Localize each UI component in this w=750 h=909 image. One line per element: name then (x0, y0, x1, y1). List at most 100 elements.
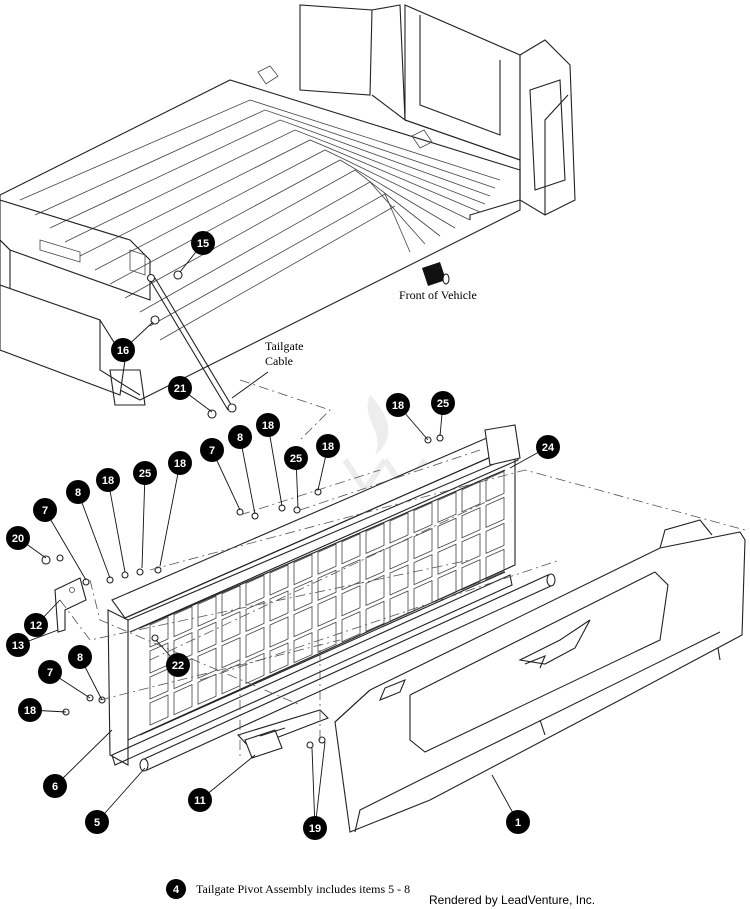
tailgate-outer-panel (334, 519, 746, 833)
render-credit: Rendered by LeadVenture, Inc. (429, 893, 595, 907)
callout-18: 18 (316, 434, 340, 458)
callout-25: 25 (133, 461, 157, 485)
callout-number: 18 (392, 400, 404, 412)
callout-number: 13 (12, 640, 24, 652)
callout-circle (256, 413, 280, 437)
callout-circle (85, 810, 109, 834)
front-arrow-icon (422, 262, 450, 286)
tailgate-cable (146, 273, 269, 413)
tailgate-cable-label-line1: Tailgate (265, 339, 303, 353)
callout-number: 7 (42, 505, 48, 517)
callout-24: 24 (536, 435, 560, 459)
callout-22: 22 (166, 653, 190, 677)
callout-number: 1 (515, 817, 521, 829)
footer-badge-number: 4 (173, 884, 180, 896)
callout-number: 8 (237, 432, 243, 444)
callout-circle (168, 451, 192, 475)
callout-number: 25 (437, 398, 449, 410)
callout-number: 7 (209, 445, 215, 457)
callout-circle (200, 438, 224, 462)
callout-5: 5 (85, 810, 109, 834)
callout-18: 18 (168, 451, 192, 475)
callout-number: 19 (309, 823, 321, 835)
pivot-tube (139, 573, 556, 772)
callout-circle (33, 498, 57, 522)
callout-circle (6, 633, 30, 657)
callout-number: 18 (102, 475, 114, 487)
callout-circle (6, 526, 30, 550)
callout-circle (66, 480, 90, 504)
callout-1: 1 (506, 810, 530, 834)
latch-handle (237, 709, 329, 759)
callout-number: 20 (12, 533, 24, 545)
callout-18: 18 (256, 413, 280, 437)
callout-8: 8 (228, 425, 252, 449)
callout-18: 18 (96, 468, 120, 492)
callout-number: 24 (542, 442, 555, 454)
callout-number: 7 (47, 667, 53, 679)
callout-20: 20 (6, 526, 30, 550)
callout-25: 25 (284, 446, 308, 470)
callout-circle (188, 788, 212, 812)
tailgate-inner-frame (107, 424, 521, 766)
brand-emblem-icon (518, 619, 591, 669)
callout-8: 8 (66, 480, 90, 504)
callout-15: 15 (191, 231, 215, 255)
callout-25: 25 (431, 391, 455, 415)
callout-circle (536, 435, 560, 459)
callout-number: 5 (94, 817, 100, 829)
callout-circle (284, 446, 308, 470)
callout-21: 21 (168, 376, 192, 400)
callout-number: 6 (52, 781, 58, 793)
callout-number: 25 (139, 468, 151, 480)
callout-18: 18 (18, 698, 42, 722)
callout-number: 11 (194, 795, 206, 807)
callout-circle (228, 425, 252, 449)
tailgate-cable-label-line2: Cable (265, 354, 293, 368)
callout-circle (386, 393, 410, 417)
callout-circle (506, 810, 530, 834)
hinge-bracket (54, 577, 87, 633)
callout-number: 18 (174, 458, 186, 470)
callout-8: 8 (68, 645, 92, 669)
callout-13: 13 (6, 633, 30, 657)
callout-number: 16 (117, 345, 129, 357)
footer-assembly-note: Tailgate Pivot Assembly includes items 5… (196, 882, 410, 896)
callout-number: 21 (174, 383, 186, 395)
callout-number: 8 (77, 652, 83, 664)
callout-19: 19 (303, 816, 327, 840)
callout-circle (68, 645, 92, 669)
callout-number: 22 (172, 660, 184, 672)
callout-circle (166, 653, 190, 677)
callout-number: 18 (322, 441, 334, 453)
callout-7: 7 (33, 498, 57, 522)
callout-12: 12 (24, 613, 48, 637)
callout-7: 7 (200, 438, 224, 462)
callout-circle (303, 816, 327, 840)
callout-number: 8 (75, 487, 81, 499)
callout-number: 15 (197, 238, 209, 250)
callout-circle (38, 660, 62, 684)
callout-circle (96, 468, 120, 492)
callout-circle (18, 698, 42, 722)
callout-18: 18 (386, 393, 410, 417)
cargo-bed (0, 4, 576, 406)
callout-6: 6 (43, 774, 67, 798)
front-of-vehicle-label: Front of Vehicle (399, 288, 477, 302)
callout-number: 25 (290, 453, 302, 465)
callout-circle (431, 391, 455, 415)
callout-circle (316, 434, 340, 458)
callout-circle (191, 231, 215, 255)
callout-circle (168, 376, 192, 400)
callout-circle (133, 461, 157, 485)
callout-16: 16 (111, 338, 135, 362)
callout-number: 18 (262, 420, 274, 432)
footer-badge (166, 879, 186, 899)
callout-number: 18 (24, 705, 36, 717)
callout-circle (111, 338, 135, 362)
footer-note: 4 Tailgate Pivot Assembly includes items… (166, 879, 595, 907)
callout-number: 12 (30, 620, 42, 632)
